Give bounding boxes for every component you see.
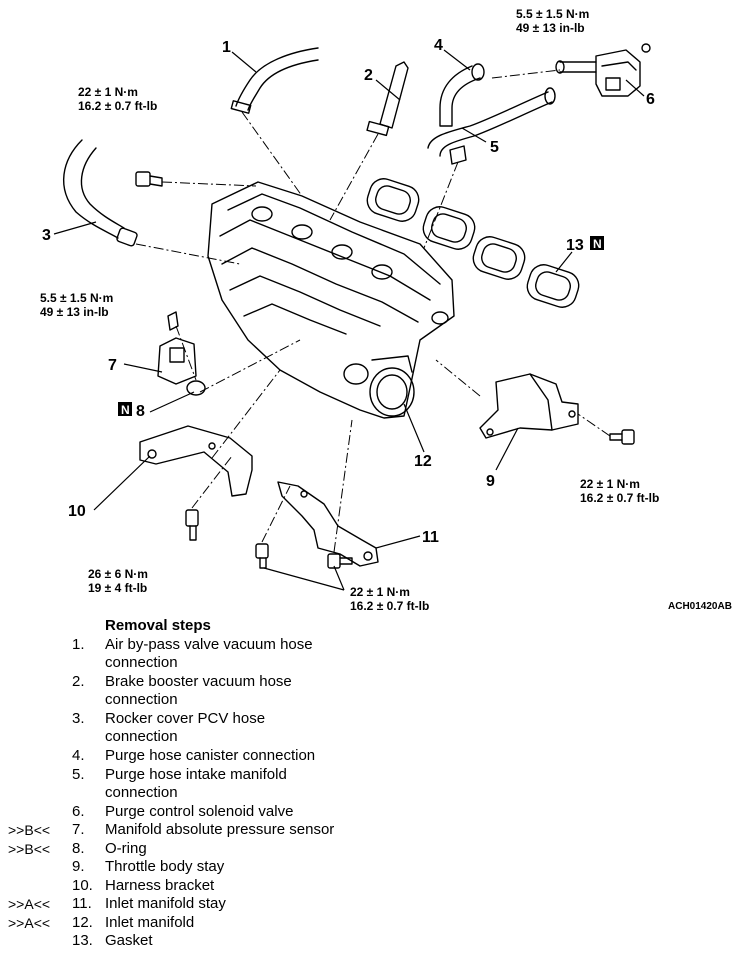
callout-12: 12 [414,453,432,470]
step-marker: >>B<< [8,840,51,857]
step-text: Purge control solenoid valve [105,803,355,821]
callout-6: 6 [646,91,655,108]
n-badge-8-text: N [121,403,130,417]
step-text-line1: Brake booster vacuum hose [105,673,292,690]
part-3-hose [63,139,138,247]
step-text: Manifold absolute pressure sensor [105,821,355,839]
step-text-line1: Rocker cover PCV hose [105,710,266,727]
part-6-solenoid-valve [555,43,651,97]
step-number: 4. [72,747,85,764]
torque-top-right-inlb: 49 ± 13 in-lb [516,21,585,35]
step-marker: >>A<< [8,896,51,912]
part-10-harness-bracket [139,425,253,497]
callout-7: 7 [108,357,117,374]
part-9-throttle-body-stay [479,373,579,439]
bolt-right [609,429,635,445]
step-text-line2: connection [105,783,178,801]
callout-9: 9 [486,473,495,490]
callout-2: 2 [364,67,373,84]
part-11-inlet-manifold-stay [277,481,379,567]
callout-13: 13 [566,237,584,254]
torque-top-left-ftlb: 16.2 ± 0.7 ft-lb [78,99,157,113]
step-number: 11. [72,895,92,912]
step-number: 10. [72,876,93,894]
exploded-parts-diagram: 1 2 3 4 5 6 7 N 8 9 10 11 12 13 N 5.5 ± … [40,7,732,613]
step-marker: >>A<< [8,914,51,931]
part-5-hose [427,87,556,165]
step-text: Harness bracket [105,877,355,895]
figure-code: ACH01420AB [668,601,732,612]
part-7-map-sensor [157,311,197,385]
step-text-line1: Manifold absolute pressure sensor [105,821,335,838]
step-text: O-ring [105,840,355,858]
step-number: 5. [72,765,85,783]
callout-1: 1 [222,39,231,56]
step-number: 2. [72,673,85,690]
step-text: Throttle body stay [105,858,355,876]
torque-bottom-mid-ftlb: 16.2 ± 0.7 ft-lb [350,599,429,613]
torque-right-ftlb: 16.2 ± 0.7 ft-lb [580,491,659,505]
bolt-bottom-mid-2 [327,553,353,569]
step-text-line1: Purge control solenoid valve [105,802,294,820]
step-text-line1: Inlet manifold [105,913,195,931]
step-text: Purge hose canister connection [105,747,355,765]
torque-top-left-nm: 22 ± 1 N·m [78,85,138,99]
part-12-inlet-manifold [207,181,455,419]
callout-4: 4 [434,37,443,54]
torque-bottom-left-ftlb: 19 ± 4 ft-lb [88,581,147,595]
step-text-line1: Gasket [105,932,153,949]
step-text-line1: Purge hose canister connection [105,747,316,764]
bolt-bottom-left [185,509,199,541]
step-text-line1: Inlet manifold stay [105,895,226,912]
n-badge-13 [590,236,604,250]
step-text-line1: Purge hose intake manifold [105,765,287,783]
n-badge-13-text: N [593,237,602,251]
step-number: 13. [72,932,93,949]
part-13-gaskets [366,178,580,308]
part-4-hose [439,63,485,127]
callout-5: 5 [490,139,499,156]
step-number: 3. [72,710,85,727]
step-text-line2: connection [105,691,178,708]
torque-mid-left-nm: 5.5 ± 1.5 N·m [40,291,113,305]
step-number: 12. [72,913,93,931]
torque-right-nm: 22 ± 1 N·m [580,477,640,491]
step-marker: >>B<< [8,822,51,838]
step-text: Inlet manifold [105,914,355,932]
torque-top-right-nm: 5.5 ± 1.5 N·m [516,7,589,21]
step-text-line2: connection [105,728,178,745]
bolt-bottom-mid-1 [255,543,269,569]
callout-8: 8 [136,403,145,420]
removal-steps-title: Removal steps [105,617,211,634]
torque-bottom-mid-nm: 22 ± 1 N·m [350,585,410,599]
bolt-top-left [135,171,163,187]
step-number: 6. [72,802,85,820]
step-text-line1: Harness bracket [105,876,215,894]
step-text-line1: Air by-pass valve vacuum hose [105,636,313,653]
step-text-line1: Throttle body stay [105,858,225,875]
torque-mid-left-inlb: 49 ± 13 in-lb [40,305,109,319]
step-text-line1: O-ring [105,839,147,857]
step-text: Gasket [105,932,355,950]
callout-11: 11 [422,529,439,546]
step-number: 1. [72,636,85,653]
step-text-line2: connection [105,654,178,671]
torque-bottom-left-nm: 26 ± 6 N·m [88,567,148,581]
callout-10: 10 [68,503,86,520]
part-1-hose [230,47,319,114]
step-number: 8. [72,839,85,857]
step-number: 7. [72,821,85,838]
callout-3: 3 [42,227,51,244]
n-badge-8 [118,402,132,416]
step-text: Inlet manifold stay [105,895,355,913]
part-2-hose [366,61,409,137]
step-number: 9. [72,858,85,875]
part-8-o-ring [186,380,206,396]
